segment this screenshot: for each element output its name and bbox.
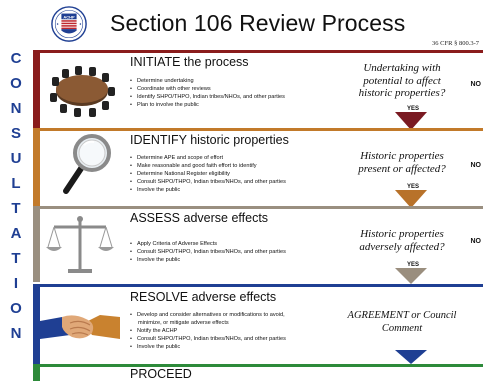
step-assess: ASSESS adverse effects Apply Criteria of… [33,206,483,284]
citation: 36 CFR § 800.3-7 [432,40,479,47]
consultation-letter: N [10,100,22,117]
step-identify: IDENTIFY historic properties Determine A… [33,128,483,208]
page-title: Section 106 Review Process [110,10,406,36]
step-bullets: Develop and consider alternatives or mod… [137,311,286,351]
consultation-letter: S [10,125,21,142]
consultation-letter: N [10,325,22,342]
step-proceed: PROCEED [33,364,483,381]
list-item: Notify the ACHP [137,327,286,335]
step-accent-bar [33,206,483,209]
step-accent-bar [33,128,483,131]
step-accent-bar [33,206,40,282]
list-item: Involve the public [137,186,286,194]
down-arrow-icon [395,112,427,130]
consultation-letter: L [11,175,21,192]
handshake-icon [40,287,120,361]
yes-label: YES [406,262,419,268]
step-accent-bar [33,128,40,206]
step-heading: IDENTIFY historic properties [130,133,289,147]
decision-question: Historic properties present or affected? [358,150,446,175]
down-arrow-icon [395,268,427,284]
scales-icon [46,216,114,273]
down-arrow-icon [395,190,427,208]
step-accent-bar [33,284,40,364]
consultation-letter: T [11,200,21,217]
consultation-letter: C [10,50,22,67]
step-bullets: Determine undertaking Coordinate with ot… [137,77,285,109]
proceed-label: PROCEED [130,367,192,381]
list-item: Apply Criteria of Adverse Effects [137,240,286,248]
consultation-letter: O [10,75,22,92]
achp-seal-icon: ACHP [51,6,87,42]
decision-question: Undertaking with potential to affect his… [358,62,446,99]
svg-text:ACHP: ACHP [63,14,75,19]
magnifying-glass-icon [63,134,111,194]
list-item: Determine APE and scope of effort [137,154,286,162]
conference-table-icon [50,66,115,117]
list-item: Identify SHPO/THPO, Indian tribes/NHOs, … [137,93,285,101]
list-item: Develop and consider alternatives or mod… [137,311,286,319]
no-label: NO [470,162,482,169]
list-item: Consult SHPO/THPO, Indian tribes/NHOs, a… [137,248,286,256]
step-accent-bar [33,50,483,53]
list-item: Plan to involve the public [137,101,285,109]
consultation-label: C O N S U L T A T I O N [0,50,32,355]
step-bullets: Apply Criteria of Adverse Effects Consul… [137,240,286,264]
step-bullets: Determine APE and scope of effort Make r… [137,154,286,194]
down-arrow-icon [395,350,427,364]
consultation-letter: I [13,275,19,292]
decision-question: Historic properties adversely affected? [359,228,445,253]
consultation-letter: U [10,150,22,167]
step-heading: ASSESS adverse effects [130,211,269,225]
list-item: Involve the public [137,343,286,351]
step-accent-bar [33,364,40,381]
step-heading: INITIATE the process [130,55,249,69]
step-initiate: INITIATE the process Determine undertaki… [33,50,483,130]
list-item: Determine National Register eligibility [137,170,286,178]
list-item: Coordinate with other reviews [137,85,285,93]
consultation-letter: O [10,300,22,317]
step-accent-bar [33,364,483,367]
list-item: Make reasonable and good faith effort to… [137,162,286,170]
consultation-letter: T [11,250,21,267]
yes-label: YES [406,106,419,112]
list-item: Determine undertaking [137,77,285,85]
decision-question: AGREEMENT or Council Comment [347,310,457,334]
step-accent-bar [33,284,483,287]
list-item: minimize, or mitigate adverse effects [138,320,229,326]
list-item: Consult SHPO/THPO, Indian tribes/NHOs, a… [137,335,286,343]
yes-label: YES [406,184,419,190]
step-heading: RESOLVE adverse effects [130,290,277,304]
step-accent-bar [33,50,40,128]
step-resolve: RESOLVE adverse effects Develop and cons… [33,284,483,364]
list-item: Involve the public [137,256,286,264]
list-item: Consult SHPO/THPO, Indian tribes/NHOs, a… [137,178,286,186]
no-label: NO [470,81,482,88]
no-label: NO [470,238,482,245]
consultation-letter: A [10,225,22,242]
